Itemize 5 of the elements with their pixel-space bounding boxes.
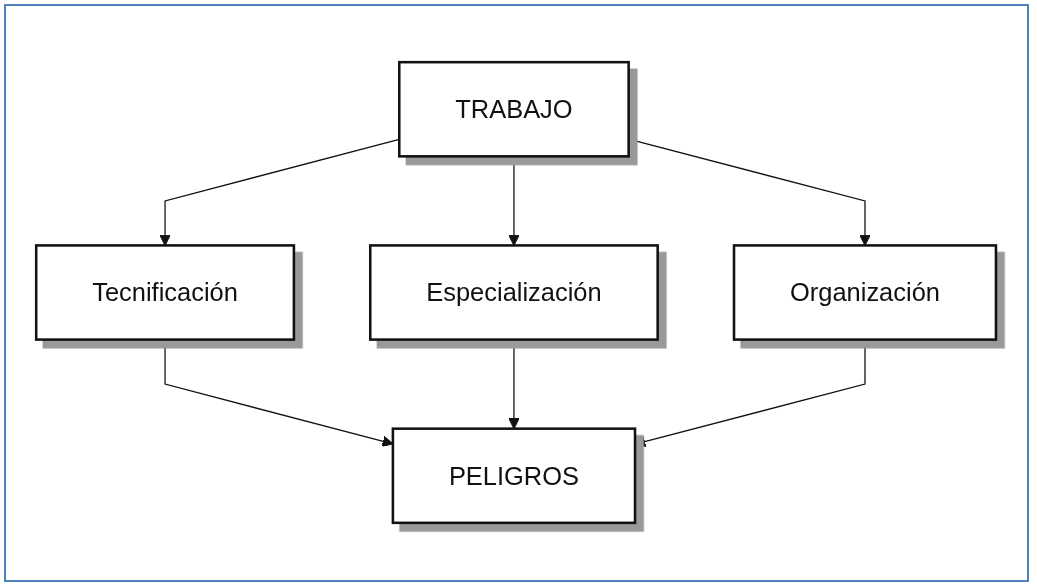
node-box: PELIGROS bbox=[392, 427, 637, 525]
node-box: TRABAJO bbox=[398, 61, 631, 159]
node-box: Organización bbox=[733, 244, 998, 342]
node-box: Tecnificación bbox=[35, 244, 296, 342]
node-box: Especialización bbox=[369, 244, 660, 342]
